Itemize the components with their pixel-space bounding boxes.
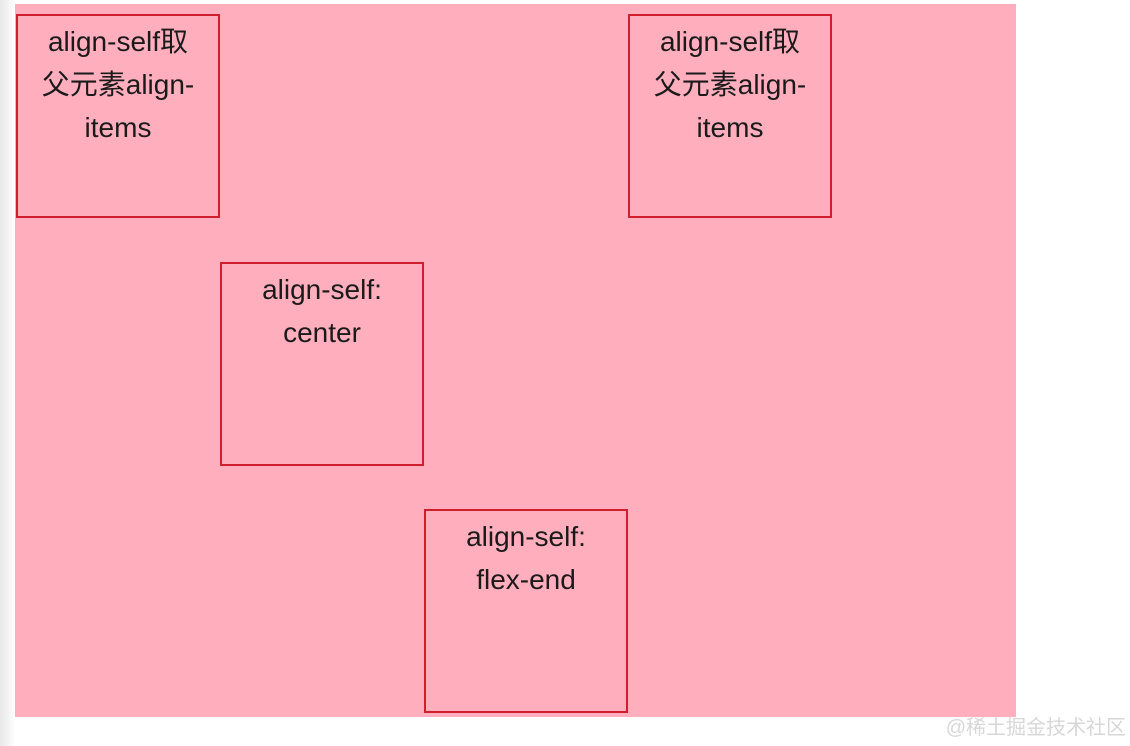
flex-item-label: align-self: center	[262, 273, 382, 348]
watermark: @稀土掘金技术社区	[945, 717, 1126, 739]
flex-item-align-flex-end: align-self: flex-end	[424, 509, 628, 713]
flex-item-label: align-self: flex-end	[466, 521, 586, 595]
flex-container: align-self取 父元素align- items align-self: …	[15, 4, 1016, 717]
left-edge-shadow	[0, 0, 15, 746]
flex-item-inherit-parent-1: align-self取 父元素align- items	[16, 14, 220, 218]
flex-item-align-center: align-self: center	[220, 261, 424, 466]
flex-item-inherit-parent-2: align-self取 父元素align- items	[628, 14, 832, 218]
flex-item-label: align-self取 父元素align- items	[41, 26, 195, 143]
flex-item-label: align-self取 父元素align- items	[653, 26, 807, 143]
